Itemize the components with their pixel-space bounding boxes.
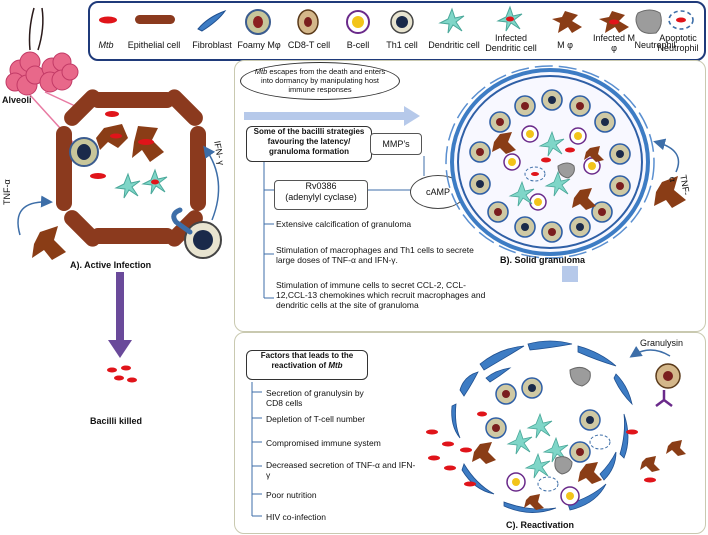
rv0386-label: Rv0386 (305, 181, 337, 191)
active-infection-title: A). Active Infection (70, 260, 152, 270)
alveoli-label: Alveoli (2, 95, 32, 105)
solid-granuloma-drawing (445, 65, 686, 282)
solid-granuloma-title: B). Solid granuloma (500, 255, 586, 265)
escape-note: Mtb escapes from the death and enters in… (240, 62, 400, 100)
reactivation-drawing (426, 340, 686, 513)
epithelial-ring (56, 89, 206, 247)
legend-label-foamy: Foamy Mφ (237, 40, 281, 50)
legend-label-cd8: CD8-T cell (287, 40, 331, 50)
react-item-6: HIV co-infection (266, 512, 326, 522)
factors-mtb: Mtb (328, 361, 343, 370)
fibroblast-icon (197, 10, 227, 32)
bacilli-killed-label: Bacilli killed (90, 416, 143, 426)
granulysin-label: Granulysin (640, 338, 684, 348)
legend-label-fibroblast: Fibroblast (192, 40, 232, 50)
neutrophil-icon (635, 9, 662, 34)
solid-item-3: Stimulation of immune cells to secret CC… (276, 280, 486, 310)
dendritic-cell-icon (438, 7, 465, 34)
macrophage-icon (552, 11, 582, 33)
legend-icons (99, 5, 694, 35)
macrophage-icon (32, 226, 66, 260)
legend-label-mtb: Mtb (98, 40, 114, 50)
alveoli-icon (5, 51, 79, 96)
kill-arrow-shaft (107, 272, 137, 383)
legend-label-neutrophil: Neutrophil (634, 40, 676, 50)
dendritic-cell-icon (114, 172, 141, 199)
react-item-1: Secretion of granulysin by CD8 cells (266, 388, 364, 408)
infected-dendritic-cell-icon (141, 168, 168, 195)
escape-note-text: escapes from the death and enters into d… (261, 67, 386, 94)
factors-callout: Factors that leads to the reactivation o… (246, 350, 368, 380)
legend-label-infected-macrophage: Infected M φ (592, 33, 636, 53)
active-infection-drawing (5, 7, 222, 300)
apoptotic-neutrophil-icon (668, 10, 694, 30)
legend: Mtb Epithelial cell Fibroblast Foamy Mφ … (88, 1, 706, 61)
reactivation-title: C). Reactivation (506, 520, 575, 530)
react-item-2: Depletion of T-cell number (266, 414, 366, 424)
reactivation-connectors (251, 382, 262, 517)
strategies-callout: Some of the bacilli strategies favouring… (246, 126, 372, 162)
legend-label-macrophage: M φ (557, 40, 573, 50)
solid-item-1: Extensive calcification of granuloma (276, 219, 412, 229)
react-item-4: Decreased secretion of TNF-α and IFN-γ (266, 460, 416, 480)
legend-label-epithelial: Epithelial cell (127, 40, 181, 50)
react-item-3: Compromised immune system (266, 438, 381, 448)
legend-label-infected-dendritic: Infected Dendritic cell (485, 33, 537, 53)
legend-label-dendritic: Dendritic cell (428, 40, 480, 50)
legend-label-bcell: B-cell (346, 40, 370, 50)
factors-text: Factors that leads to the reactivation o… (260, 351, 354, 370)
mmp-box: MMP’s (370, 133, 422, 155)
infected-dendritic-cell-icon (496, 5, 523, 32)
mtb-icon (99, 16, 117, 24)
solid-item-2: Stimulation of macrophages and Th1 cells… (276, 245, 474, 265)
tnf-label-a: TNF-α (2, 179, 12, 205)
rv0386-box: Rv0386 (adenylyl cyclase) (274, 180, 368, 210)
epithelial-cell-icon (135, 15, 175, 24)
legend-label-th1: Th1 cell (386, 40, 418, 50)
legend-label-apoptotic: Apoptotic Neutrophil (657, 33, 699, 53)
react-item-5: Poor nutrition (266, 490, 317, 500)
tnf-label-b: TNF-α (667, 174, 692, 196)
rv0386-sub: (adenylyl cyclase) (285, 192, 357, 202)
escape-note-mtb: Mtb (254, 67, 268, 76)
receptor-icon (171, 207, 193, 235)
